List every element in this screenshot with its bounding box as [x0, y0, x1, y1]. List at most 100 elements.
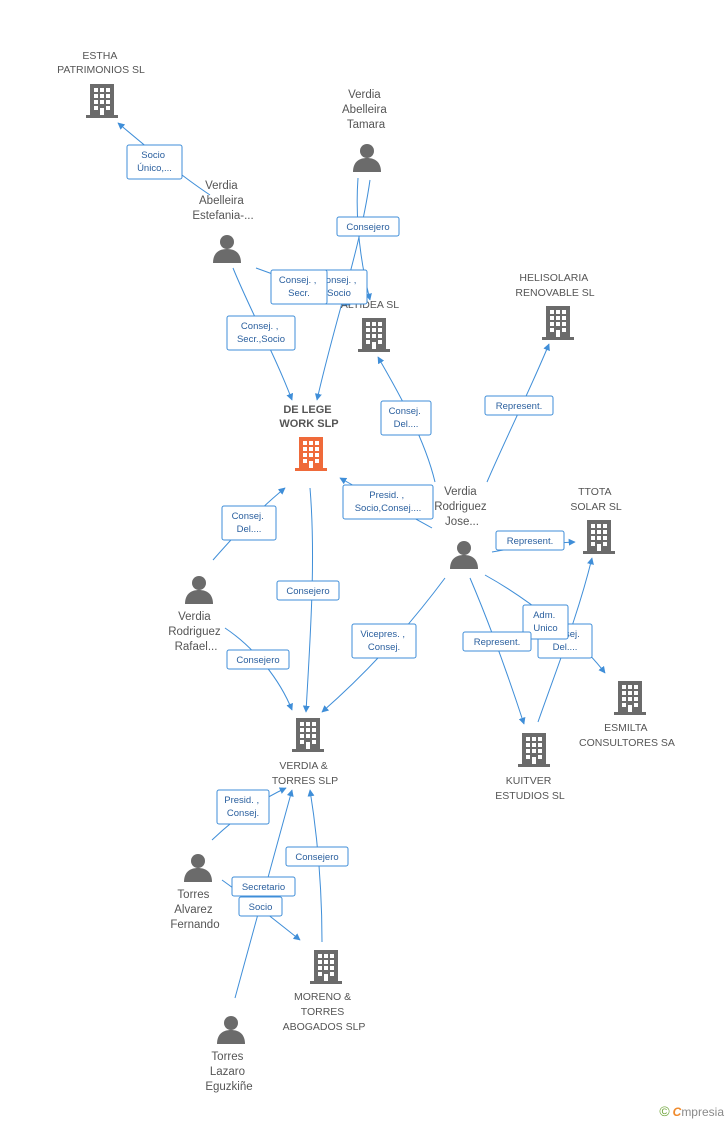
edge-label-e8[interactable]: Presid. , Socio,Consej....	[342, 484, 434, 520]
node-torres-fernando[interactable]: Torres Alvarez Fernando	[170, 854, 220, 931]
verdia-rafael-label-2: Rodriguez	[168, 626, 221, 638]
svg-text:Secretario: Secretario	[242, 882, 285, 893]
building-icon	[518, 733, 550, 767]
edge-label-e3[interactable]: Consej. , Secr.	[270, 269, 328, 305]
svg-text:MORENO & TORRES: MORENO & TORRES ABOGADOS SLP	[283, 991, 366, 1033]
edge-text: Consej. ,	[241, 321, 279, 332]
edge-text: Vicepres. ,	[360, 629, 405, 640]
verdia-torres-label-1: VERDIA &	[279, 760, 327, 772]
svg-text:HELISOLARIA RENOVABLE: HELISOLARIA RENOVABLE SL	[515, 272, 594, 299]
edge-label-e7[interactable]: Represent.	[484, 395, 554, 416]
edge-text: Presid. ,	[224, 795, 259, 806]
estha-label-1: ESTHA	[82, 50, 117, 62]
svg-text:Consejero: Consejero	[295, 852, 338, 863]
svg-text:Consej. Del....: Consej. Del....	[389, 406, 424, 430]
edge-label-e9[interactable]: Consej. Del....	[221, 505, 277, 541]
node-verdia-rafael[interactable]: Verdia Rodriguez Rafael...	[168, 576, 224, 653]
svg-text:Socio Único,...: Socio Único,...	[137, 150, 172, 174]
verdia-rafael-label-1: Verdia	[178, 611, 211, 623]
helisolaria-label-1: HELISOLARIA	[519, 272, 588, 284]
svg-text:DE LEGE WORK SLP: DE LEGE WORK SLP	[279, 404, 338, 430]
person-icon	[185, 576, 213, 604]
svg-text:Verdia Rodriguez: Verdia Rodriguez Rafael...	[168, 611, 224, 653]
edge-label-e20[interactable]: Socio	[238, 896, 283, 917]
person-icon	[450, 541, 478, 569]
edge-text: Consejero	[236, 655, 279, 666]
node-estha[interactable]: ESTHA PATRIMONIOS SL	[57, 50, 145, 118]
edge-label-e13[interactable]: Vicepres. , Consej.	[351, 623, 417, 659]
kuitver-label-1: KUITVER	[506, 775, 552, 787]
verdia-estefania-label-3: Estefania-...	[192, 210, 253, 222]
ttota-label-1: TTOTA	[578, 486, 611, 498]
edge-label-e19[interactable]: Secretario	[231, 876, 296, 897]
svg-text:Verdia Abelleira: Verdia Abelleira Estefania-...	[192, 180, 253, 222]
node-verdia-estefania[interactable]: Verdia Abelleira Estefania-...	[192, 180, 254, 263]
verdia-jose-label-2: Rodriguez	[434, 501, 487, 513]
edge-text: Consejero	[286, 586, 329, 597]
brand-name-rest: mpresia	[681, 1105, 724, 1119]
building-icon	[583, 520, 615, 554]
esmilta-label-1: ESMILTA	[604, 722, 647, 734]
node-verdia-jose[interactable]: Verdia Rodriguez Jose...	[434, 486, 490, 569]
torres-lazaro-label-1: Torres	[211, 1051, 243, 1063]
edge-text: Socio	[141, 150, 165, 161]
edge-label-e16[interactable]: Adm. Unico	[522, 604, 569, 640]
kuitver-label-2: ESTUDIOS SL	[495, 790, 565, 802]
node-torres-lazaro[interactable]: Torres Lazaro Eguzkiñe	[205, 1016, 253, 1093]
node-ttota[interactable]: TTOTA SOLAR SL	[570, 486, 622, 554]
edge-label-e12[interactable]: Consejero	[226, 649, 290, 670]
svg-text:Torres Lazaro: Torres Lazaro Eguzkiñe	[205, 1051, 252, 1093]
edge-text: Consej.	[389, 406, 421, 417]
edge-label-e2[interactable]: Consejero	[336, 216, 400, 237]
edge-text: Adm.	[533, 610, 555, 621]
edge-text: Socio,Consej....	[355, 503, 422, 514]
edge-text: Único,...	[137, 163, 172, 174]
edge-label-e14[interactable]: Represent.	[462, 631, 532, 652]
edge-text: Socio	[249, 902, 273, 913]
edge-text: Consej. ,	[279, 275, 317, 286]
node-kuitver[interactable]: KUITVER ESTUDIOS SL	[495, 733, 565, 802]
verdia-jose-label-3: Jose...	[445, 516, 479, 528]
building-icon	[292, 718, 324, 752]
node-verdia-tamara[interactable]: Verdia Abelleira Tamara	[342, 89, 390, 172]
verdia-tamara-label-3: Tamara	[347, 119, 386, 131]
edge-label-e5[interactable]: Consej. , Secr.,Socio	[226, 315, 296, 351]
svg-text:ESMILTA CONSULTORES SA: ESMILTA CONSULTORES SA	[579, 722, 675, 749]
edge-label-e18[interactable]: Consejero	[285, 846, 349, 867]
edge-text: Socio	[327, 288, 351, 299]
edge-text: Represent.	[474, 637, 520, 648]
person-icon	[353, 144, 381, 172]
building-icon	[542, 306, 574, 340]
ttota-label-2: SOLAR SL	[570, 501, 622, 513]
node-altidea[interactable]: ALTIDEA SL	[341, 299, 399, 352]
edge-label-e11[interactable]: Represent.	[495, 530, 565, 551]
person-icon	[213, 235, 241, 263]
node-moreno[interactable]: MORENO & TORRES ABOGADOS SLP	[283, 950, 366, 1033]
node-delege[interactable]: DE LEGE WORK SLP	[279, 404, 339, 471]
verdia-estefania-label-2: Abelleira	[199, 195, 244, 207]
edge-label-e1[interactable]: Socio Único,...	[126, 144, 183, 180]
edge-label-e10[interactable]: Consejero	[276, 580, 340, 601]
torres-fernando-label-3: Fernando	[170, 919, 219, 931]
svg-text:Verdia Abelleira: Verdia Abelleira Tamara	[342, 89, 390, 131]
building-icon	[614, 681, 646, 715]
copyright-symbol: ©	[659, 1103, 670, 1119]
node-verdia-torres[interactable]: VERDIA & TORRES SLP	[272, 718, 338, 787]
helisolaria-label-2: RENOVABLE SL	[515, 287, 594, 299]
edge-text: Del....	[237, 524, 262, 535]
delege-label-1: DE LEGE	[283, 404, 331, 416]
edge-label-e17[interactable]: Presid. , Consej.	[216, 789, 270, 825]
verdia-tamara-label-2: Abelleira	[342, 104, 387, 116]
svg-text:Consej. , Socio: Consej. , Socio	[319, 275, 359, 299]
node-esmilta[interactable]: ESMILTA CONSULTORES SA	[579, 681, 675, 749]
svg-text:TTOTA SOLAR SL: TTOTA SOLAR SL	[570, 486, 622, 513]
empresia-logo: ©Cmpresia	[659, 1103, 724, 1119]
edge-text: Del....	[553, 642, 578, 653]
svg-text:KUITVER ESTUDIOS SL: KUITVER ESTUDIOS SL	[495, 775, 565, 802]
node-helisolaria[interactable]: HELISOLARIA RENOVABLE SL	[515, 272, 595, 340]
edge-label-e6[interactable]: Consej. Del....	[380, 400, 432, 436]
edge-text: Unico	[533, 623, 557, 634]
svg-text:Consejero: Consejero	[236, 655, 279, 666]
verdia-estefania-label-1: Verdia	[205, 180, 238, 192]
